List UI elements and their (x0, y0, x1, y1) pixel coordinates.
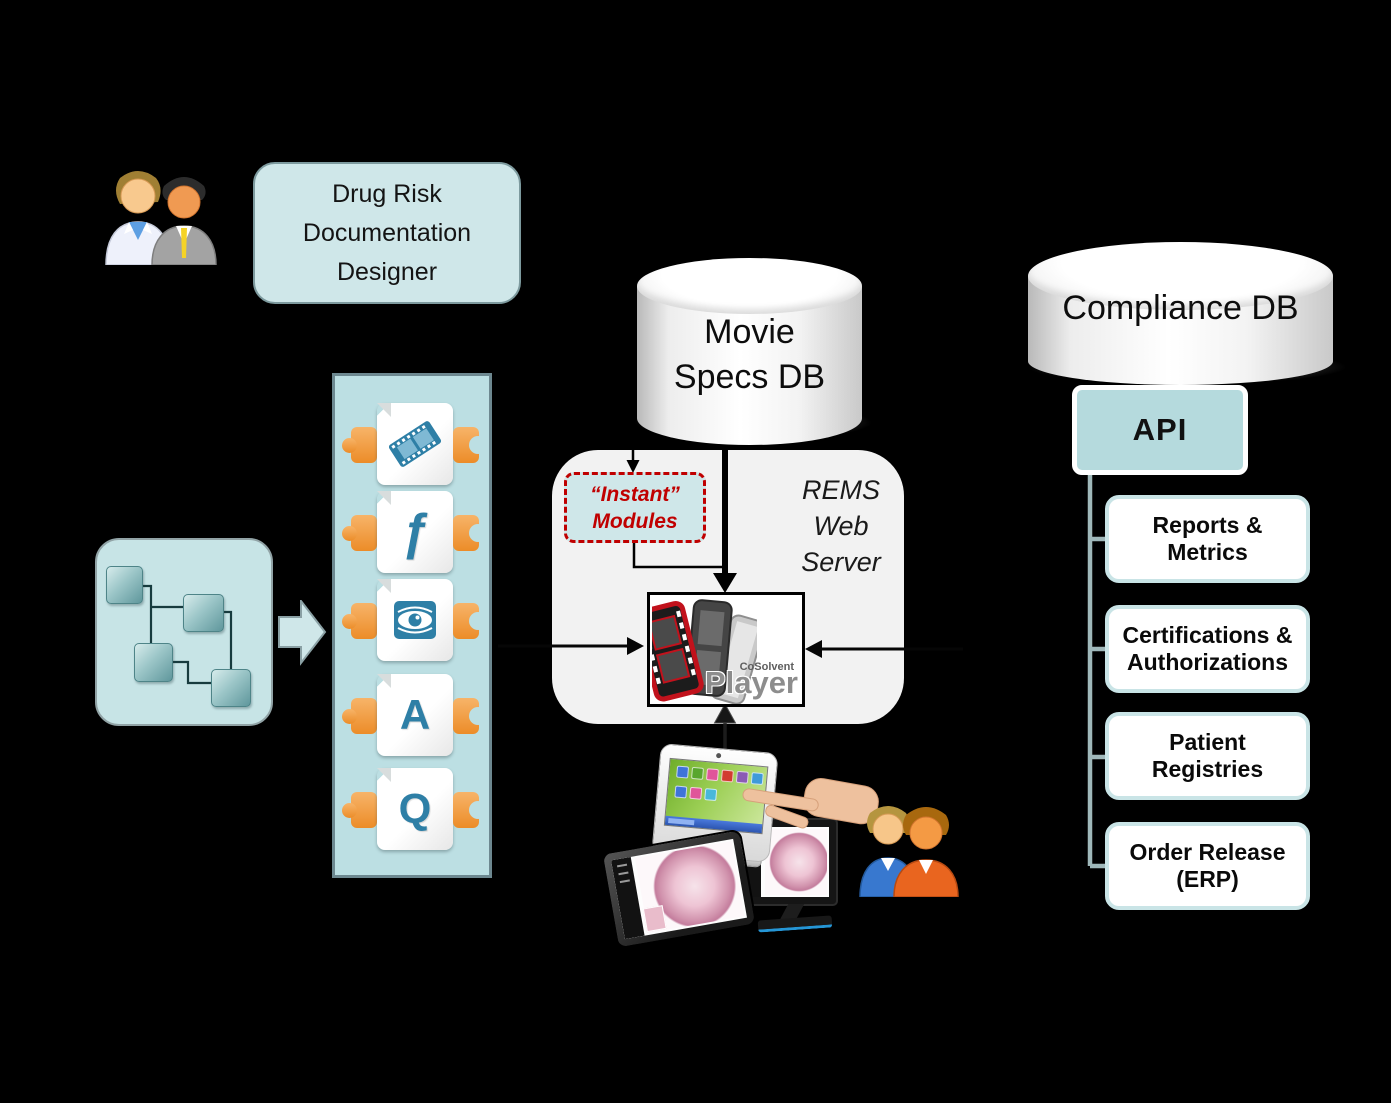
api-box: API (1072, 385, 1248, 475)
module-row-quiz: Q (335, 768, 495, 850)
workflow-node (106, 566, 143, 604)
designer-person-right (151, 177, 217, 265)
module-row-text: A (335, 674, 495, 756)
user-person-left (859, 806, 917, 897)
puzzle-socket-icon (453, 515, 487, 551)
drug-risk-line: Documentation (302, 218, 472, 247)
puzzle-tab-icon (342, 698, 377, 734)
text-module-icon: A (377, 674, 453, 756)
patient-registries-box: Patient Registries (1105, 712, 1310, 800)
webcam-dot-icon (715, 752, 722, 759)
end-user-devices (600, 743, 888, 950)
compliance-db-cylinder: Compliance DB (1028, 242, 1333, 385)
workflow-node (183, 594, 224, 632)
workflow-design-box (95, 538, 273, 726)
puzzle-socket-icon (453, 792, 487, 828)
puzzle-tab-icon (342, 603, 377, 639)
reports-metrics-box: Reports & Metrics (1105, 495, 1310, 583)
api-connector-line (1087, 470, 1107, 869)
end-users-icon (859, 806, 959, 897)
pointing-hand-icon (742, 778, 879, 829)
movie-specs-db-cylinder: Movie Specs DB (637, 258, 862, 445)
right-block-arrow-icon (278, 600, 327, 666)
api-label: API (1132, 412, 1188, 447)
puzzle-tab-icon (342, 515, 377, 551)
drug-risk-designer-box: Drug Risk Documentation Designer (253, 162, 521, 304)
module-row-movie (335, 403, 495, 485)
module-plugin-strip: ƒ A Q (332, 373, 492, 878)
tablet-icon (600, 828, 758, 950)
preview-module-icon (377, 579, 453, 661)
rems-server-label: REMS Web Server (801, 475, 881, 577)
quiz-glyph: Q (398, 785, 432, 832)
histology-slide-image (765, 829, 827, 895)
compliance-db-label: Compliance DB (1062, 289, 1299, 327)
drug-risk-line: Drug Risk (332, 179, 442, 208)
puzzle-tab-icon (342, 427, 377, 463)
film-strips-logo-icon (652, 599, 757, 704)
puzzle-socket-icon (453, 603, 487, 639)
instant-modules-box: “Instant” Modules (564, 472, 706, 543)
puzzle-socket-icon (453, 698, 487, 734)
workflow-node (211, 669, 251, 707)
order-release-erp-box: Order Release (ERP) (1105, 822, 1310, 910)
workflow-node (134, 643, 173, 682)
documentation-designers-icon (105, 171, 217, 265)
text-glyph: A (399, 691, 431, 738)
player-name-label: Player (704, 665, 798, 700)
movie-db-label: Movie Specs DB (673, 313, 826, 396)
flash-module-icon: ƒ (377, 491, 453, 573)
module-row-flash: ƒ (335, 491, 495, 573)
drug-risk-line: Designer (336, 257, 438, 286)
quiz-module-icon: Q (377, 768, 453, 850)
module-row-preview (335, 579, 495, 661)
puzzle-socket-icon (453, 427, 487, 463)
player-brand-label: CoSolvent (739, 661, 794, 673)
movie-module-icon (377, 403, 453, 485)
cosolvent-player-box: CoSolvent Player (647, 592, 805, 707)
workflow-connector-lines (141, 584, 233, 685)
certifications-authorizations-box: Certifications & Authorizations (1105, 605, 1310, 693)
puzzle-tab-icon (342, 792, 377, 828)
flash-glyph: ƒ (401, 504, 429, 560)
user-person-right (893, 807, 959, 897)
